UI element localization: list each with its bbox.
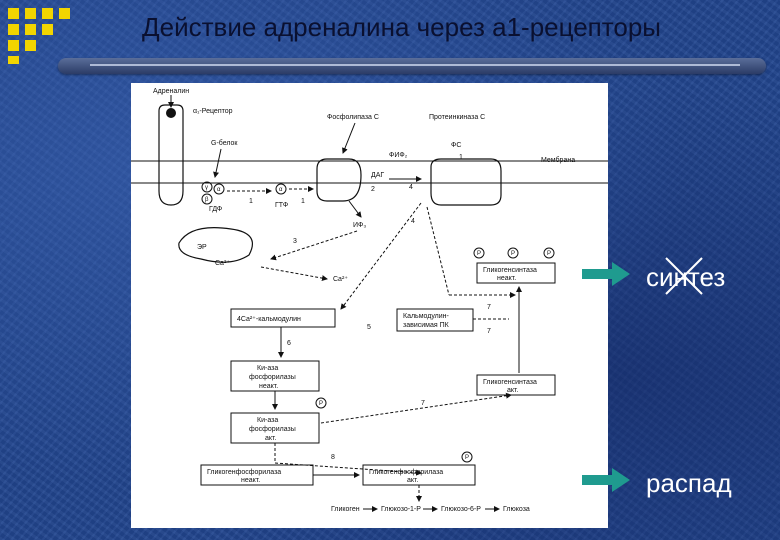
- receptor-shape: [159, 105, 183, 205]
- gtp-label: ГТФ: [275, 202, 288, 209]
- gp-inactive-line1: Гликогенфосфорилаза: [207, 469, 281, 476]
- ps-label: ФС: [451, 142, 461, 149]
- proteinkinase-shape: [431, 159, 501, 205]
- alpha-label: α: [217, 187, 221, 193]
- adrenaline-label: Адреналин: [153, 88, 189, 95]
- g-protein-label: G-белок: [211, 139, 238, 147]
- right-arrow-breakdown-icon: [582, 468, 632, 492]
- gs-p2-label: P: [511, 251, 515, 257]
- gs-active-line2: акт.: [507, 387, 518, 394]
- alpha-gtp-label: α: [279, 187, 283, 193]
- step-7a: 7: [487, 304, 491, 311]
- calcium-label: Ca²⁺: [333, 276, 348, 283]
- gp-active-line1: Гликогенфосфорилаза: [369, 469, 443, 476]
- proteinkinase-label: Протеинкиназа С: [429, 114, 485, 121]
- pathway-g1p: Глюкозо-1-Р: [381, 506, 421, 513]
- step-1a: 1: [249, 198, 253, 205]
- breakdown-label: распад: [646, 468, 732, 499]
- kinase-active-line2: фосфорилазы: [249, 426, 296, 433]
- er-label: ЭР: [197, 244, 207, 251]
- step-4a: 4: [409, 184, 413, 191]
- title-divider-bar: [58, 58, 766, 74]
- logo-squares-icon: [8, 8, 72, 64]
- step-1b: 1: [301, 198, 305, 205]
- phospholipase-shape: [317, 159, 361, 201]
- step-7b: 7: [487, 328, 491, 335]
- step-3: 3: [293, 238, 297, 245]
- gp-inactive-line2: неакт.: [241, 477, 260, 484]
- gs-p3-label: P: [547, 251, 551, 257]
- step-2: 2: [371, 186, 375, 193]
- calmodulin-pk-line1: Кальмодулин-: [403, 313, 450, 320]
- slide-title: Действие адреналина через а1-рецепторы: [142, 12, 661, 43]
- step-4b: 4: [411, 218, 415, 225]
- gs-active-line1: Гликогенсинтаза: [483, 379, 537, 386]
- gp-active-line2: акт.: [407, 477, 418, 484]
- step-5: 5: [367, 324, 371, 331]
- pathway-g6p: Глюкозо-6-Р: [441, 506, 481, 513]
- step-7c: 7: [421, 400, 425, 407]
- step-1c: 1: [459, 154, 463, 161]
- title-divider-line: [90, 64, 740, 66]
- adrenaline-molecule: [166, 108, 176, 118]
- kinase-active-line3: акт.: [265, 435, 276, 442]
- calmodulin-pk-line2: зависимая ПК: [403, 322, 450, 329]
- kinase-inactive-line2: фосфорилазы: [249, 374, 296, 381]
- gp-p-label: P: [465, 455, 469, 461]
- pip2-label: ФИФ₂: [389, 152, 408, 159]
- membrane-label: Мембрана: [541, 156, 575, 164]
- dag-label: ДАГ: [371, 172, 384, 179]
- gs-inactive-line1: Гликогенсинтаза: [483, 267, 537, 274]
- calmodulin-label: 4Ca²⁺-кальмодулин: [237, 316, 301, 323]
- er-shape: [179, 228, 253, 263]
- kinase-p-label: P: [319, 401, 323, 407]
- cross-out-icon: [662, 254, 706, 298]
- kinase-inactive-line1: Ки-аза: [257, 365, 278, 372]
- gamma-label: γ: [205, 185, 208, 191]
- gdp-label: ГДФ: [209, 206, 222, 213]
- diagram-figure: Мембрана Адреналин α₁-Рецептор G-белок γ…: [131, 83, 608, 528]
- kinase-active-line1: Ки-аза: [257, 417, 278, 424]
- right-arrow-synthesis-icon: [582, 262, 632, 286]
- kinase-inactive-line3: неакт.: [259, 383, 278, 390]
- pathway-glycogen: Гликоген: [331, 506, 360, 513]
- er-calcium-label: Ca²⁺: [215, 260, 230, 267]
- step-6a: 6: [287, 340, 291, 347]
- step-8: 8: [331, 454, 335, 461]
- ip3-label: ИФ₃: [353, 222, 366, 229]
- phospholipase-label: Фосфолипаза С: [327, 114, 379, 121]
- beta-label: β: [205, 197, 209, 203]
- pathway-glucose: Глюкоза: [503, 506, 530, 513]
- receptor-label: α₁-Рецептор: [193, 108, 233, 115]
- gs-inactive-line2: неакт.: [497, 275, 516, 282]
- gs-p1-label: P: [477, 251, 481, 257]
